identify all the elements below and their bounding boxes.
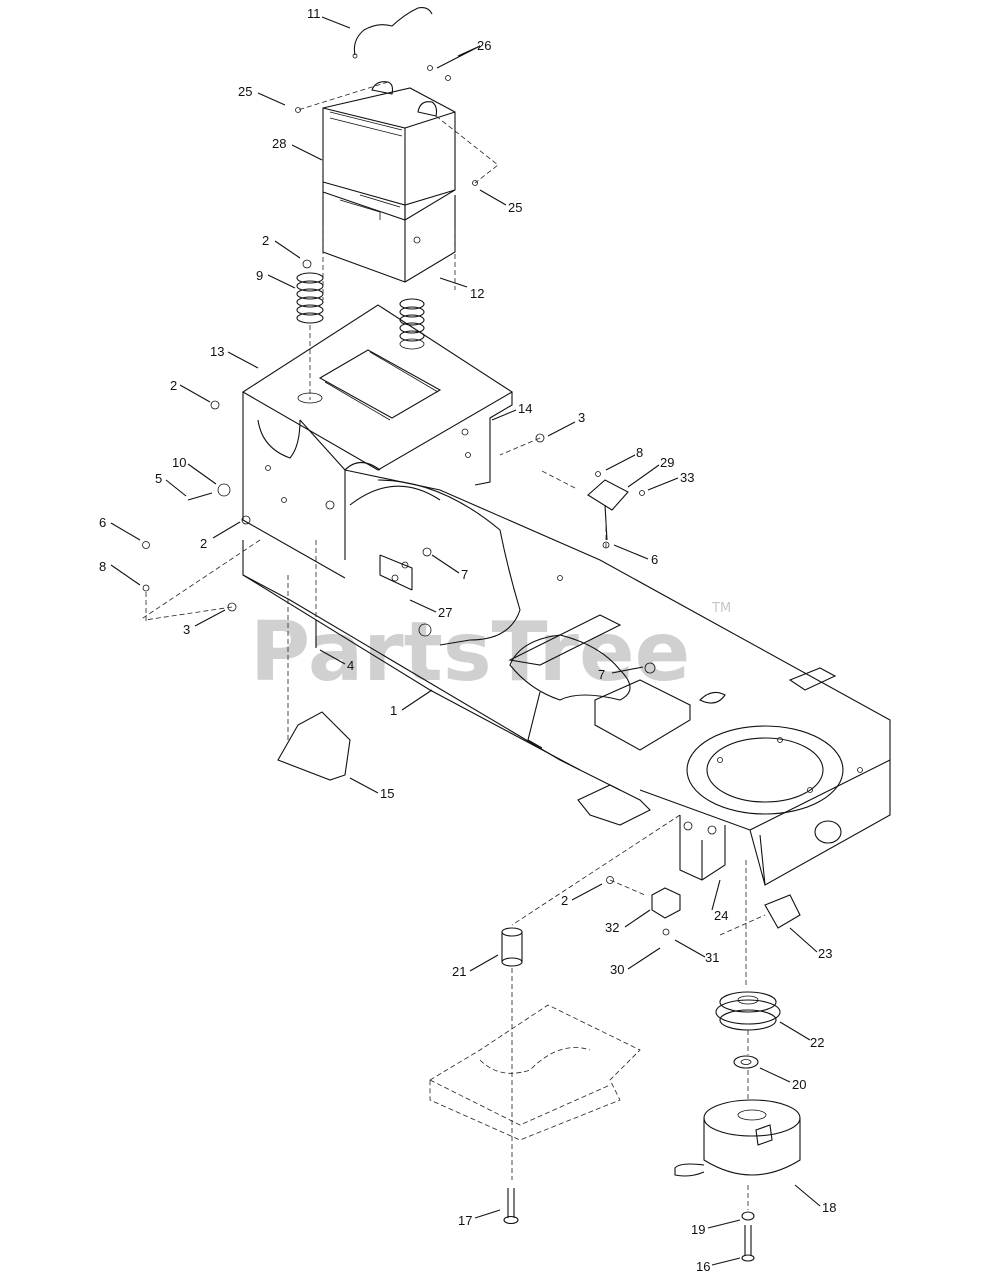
- assembly-lines: [139, 81, 766, 1210]
- part-15-plate: [277, 711, 351, 781]
- part-1-frame: [242, 461, 891, 886]
- callout-2: 2: [170, 378, 177, 393]
- part-21-spacer: [501, 927, 523, 967]
- part-32-switch: [651, 887, 681, 936]
- callout-33: 33: [680, 470, 694, 485]
- hardware: [142, 107, 656, 884]
- callout-21: 21: [452, 964, 466, 979]
- callout-24: 24: [714, 908, 728, 923]
- callout-25: 25: [508, 200, 522, 215]
- callout-2: 2: [262, 233, 269, 248]
- leader-lines: [110, 16, 821, 1266]
- deck-outline: [429, 1004, 641, 1141]
- watermark-tm: TM: [711, 601, 731, 616]
- callout-22: 22: [810, 1035, 824, 1050]
- callout-28: 28: [272, 136, 286, 151]
- part-12-battery-tray: [322, 181, 456, 283]
- callout-27: 27: [438, 605, 452, 620]
- callout-8: 8: [99, 559, 106, 574]
- callout-4: 4: [347, 658, 354, 673]
- callout-8: 8: [636, 445, 643, 460]
- callout-11: 11: [307, 6, 321, 21]
- part-29-bracket: [587, 471, 645, 549]
- callout-15: 15: [380, 786, 394, 801]
- callout-18: 18: [822, 1200, 836, 1215]
- callout-29: 29: [660, 455, 674, 470]
- callout-2: 2: [561, 893, 568, 908]
- part-16-bolt: [741, 1225, 755, 1262]
- part-18-clutch: [674, 1099, 801, 1177]
- callout-26: 26: [477, 38, 491, 53]
- callout-1: 1: [390, 703, 397, 718]
- callout-12: 12: [470, 286, 484, 301]
- callout-19: 19: [691, 1222, 705, 1237]
- callout-20: 20: [792, 1077, 806, 1092]
- callout-6: 6: [99, 515, 106, 530]
- callout-31: 31: [705, 950, 719, 965]
- callout-3: 3: [183, 622, 190, 637]
- part-13-battery-support: [241, 304, 514, 579]
- part-20-washer: [733, 1055, 759, 1069]
- part-24-bracket: [679, 815, 726, 881]
- part-22-pulley: [715, 991, 781, 1031]
- callout-7: 7: [461, 567, 468, 582]
- callout-16: 16: [696, 1259, 710, 1274]
- callout-2: 2: [200, 536, 207, 551]
- callout-6: 6: [651, 552, 658, 567]
- callout-13: 13: [210, 344, 224, 359]
- part-28-battery: [322, 65, 456, 221]
- watermark-text: PartsTree: [250, 605, 690, 700]
- callout-10: 10: [172, 455, 186, 470]
- callout-25: 25: [238, 84, 252, 99]
- callout-32: 32: [605, 920, 619, 935]
- callout-30: 30: [610, 962, 624, 977]
- callout-23: 23: [818, 946, 832, 961]
- callout-3: 3: [578, 410, 585, 425]
- callout-5: 5: [155, 471, 162, 486]
- callout-9: 9: [256, 268, 263, 283]
- part-23-bracket: [764, 894, 801, 929]
- callout-17: 17: [458, 1213, 472, 1228]
- part-17-bolt: [503, 1188, 519, 1225]
- callout-14: 14: [518, 401, 532, 416]
- callout-labels: 11 26 25 28 25 2 9 12 13 2 14 3 10 5 8 2…: [99, 6, 836, 1274]
- part-19-nut: [741, 1211, 755, 1221]
- part-11-wire: [352, 7, 433, 59]
- callout-7: 7: [598, 667, 605, 682]
